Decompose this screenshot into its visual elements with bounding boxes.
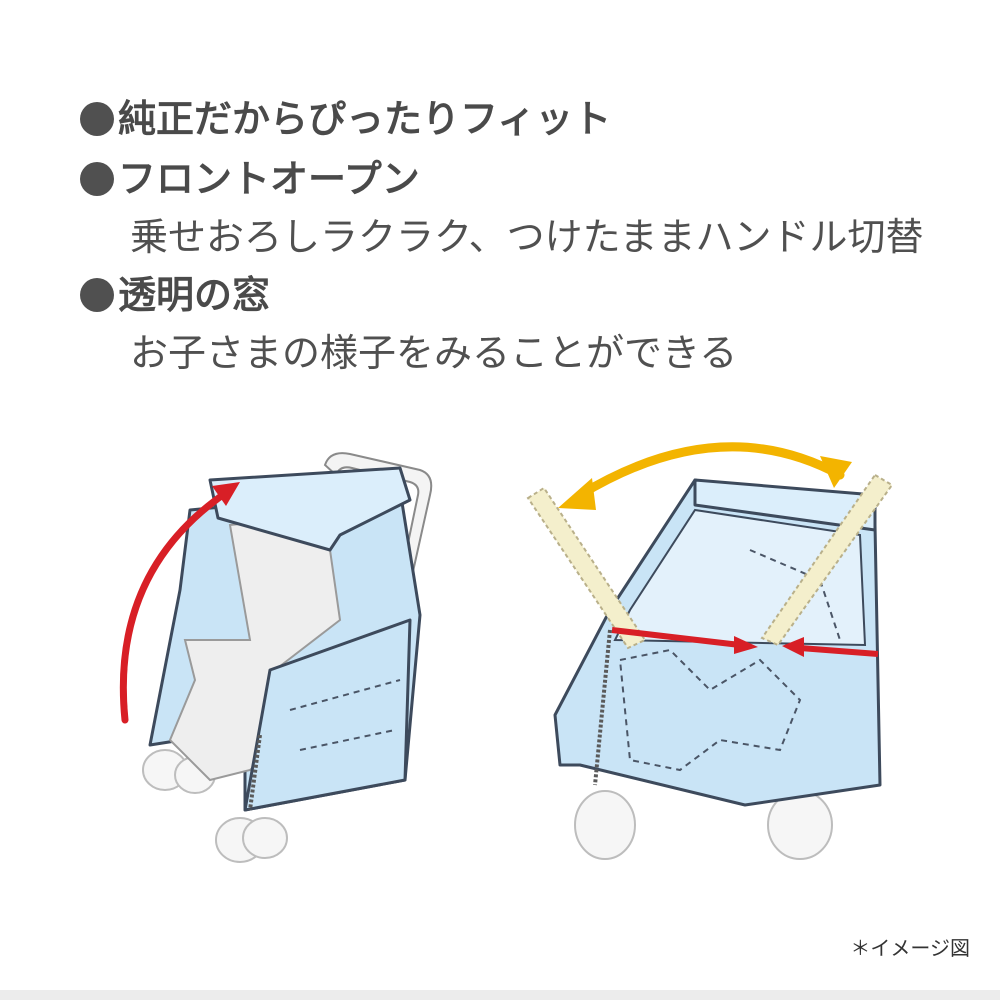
feature-heading-text: フロントオープン — [118, 157, 420, 201]
swing-arrow-head-left — [558, 478, 596, 510]
handle-bar-positions — [526, 473, 894, 650]
close-arrow-right — [799, 645, 879, 657]
seat-silhouette — [168, 513, 342, 782]
swing-arrow — [575, 442, 845, 500]
bullet-icon — [80, 102, 114, 136]
stroller-handle-switch-illustration — [526, 442, 894, 860]
feature-description-window: お子さまの様子をみることができる — [130, 331, 738, 375]
stroller-wheels — [574, 790, 833, 860]
feature-heading-text: 透明の窓 — [118, 273, 271, 317]
feature-heading-front-open: フロントオープン — [80, 160, 420, 198]
bullet-icon — [80, 278, 114, 312]
bottom-divider — [0, 990, 1000, 1000]
canopy — [693, 478, 877, 532]
open-arrow-head — [212, 482, 240, 506]
image-note: ＊イメージ図 — [850, 936, 970, 960]
feature-description-front-open: 乗せおろしラクラク、つけたままハンドル切替 — [130, 215, 924, 259]
swing-arrow-head-right — [820, 456, 852, 488]
canopy — [208, 466, 412, 552]
feature-heading-fit: 純正だからぴったりフィット — [80, 100, 611, 138]
open-arrow — [119, 486, 234, 724]
stroller-front-open-illustration — [119, 452, 433, 863]
front-flap — [243, 618, 412, 812]
feature-heading-text: 純正だからぴったりフィット — [118, 97, 612, 141]
feature-heading-window: 透明の窓 — [80, 276, 270, 314]
bullet-icon — [80, 162, 114, 196]
close-arrow-left — [611, 627, 741, 648]
transparent-window — [613, 508, 867, 647]
